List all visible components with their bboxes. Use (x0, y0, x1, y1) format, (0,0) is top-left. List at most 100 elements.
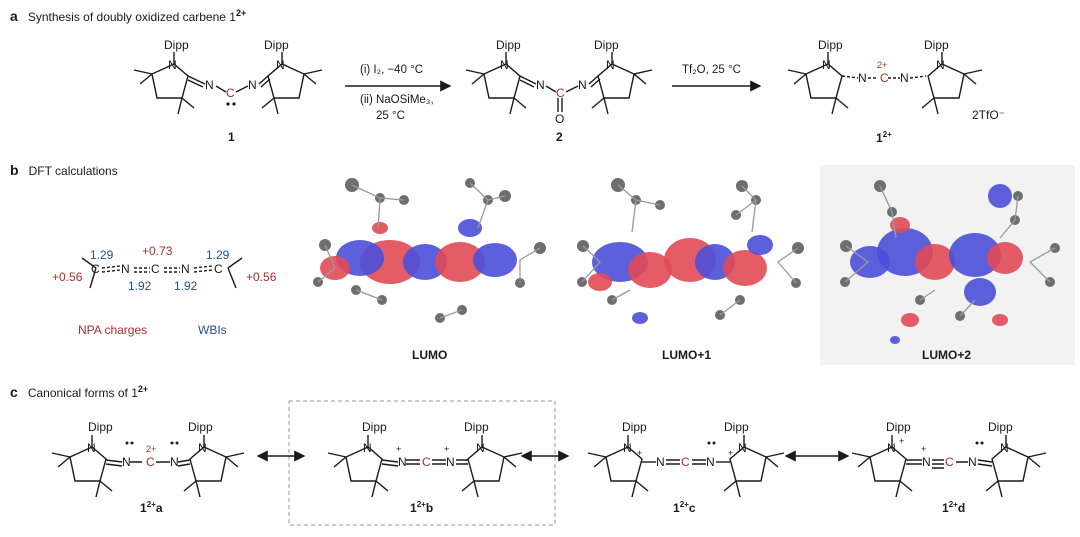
panel-a-title: Synthesis of doubly oxidized carbene 1 (27, 10, 236, 24)
wbi-bottom-right: 1.92 (174, 279, 198, 293)
frag-n-right: N (181, 262, 190, 276)
n-c2: N (738, 441, 747, 455)
panel-c-letter: c (10, 384, 18, 400)
frag-c-center: C (151, 262, 160, 276)
atom-n-2b: N (606, 58, 615, 72)
dipp-label-2b: Dipp (594, 38, 619, 52)
frag-c-right: C (214, 262, 223, 276)
orbital-label-lumo: LUMO (412, 348, 448, 362)
atom-n-2a: N (500, 58, 509, 72)
panel-c-title-sup: 2+ (137, 384, 149, 394)
panel-b-title: DFT calculations (28, 164, 118, 178)
orbital-label-lumo1: LUMO+1 (662, 348, 712, 362)
n-c4: N (706, 455, 715, 469)
condition-step1-line1: (i) I₂, −40 °C (360, 64, 424, 76)
plus-c2: + (728, 448, 734, 458)
npa-center: +0.73 (142, 244, 173, 258)
charge-label-3: 2+ (877, 60, 888, 70)
frag-n-left: N (121, 262, 130, 276)
dipp-label-2a: Dipp (496, 38, 521, 52)
dipp-a2: Dipp (188, 420, 213, 434)
n-a1: N (87, 441, 96, 455)
dipp-d1: Dipp (886, 420, 911, 434)
npa-left: +0.56 (52, 270, 83, 284)
panel-b-heading: b DFT calculations (10, 162, 118, 178)
panel-a-letter: a (10, 8, 18, 24)
n-a3: N (122, 455, 131, 469)
compound-3-base: 1 (876, 131, 883, 145)
atom-n-1d: N (248, 78, 257, 92)
n-c1: N (623, 441, 632, 455)
c-b: C (422, 455, 431, 469)
compound-1-2plus-label: 12+ (876, 130, 892, 145)
plus-d1: + (899, 436, 905, 446)
atom-n-3d: N (900, 71, 909, 85)
condition-step1-line3: 25 °C (376, 110, 405, 122)
dipp-b1: Dipp (362, 420, 387, 434)
dipp-label-3a: Dipp (818, 38, 843, 52)
n-b2: N (476, 441, 485, 455)
form-b-base: 1 (410, 501, 417, 515)
form-d-suffix: d (957, 501, 966, 515)
atom-n-2c: N (536, 78, 545, 92)
n-b4: N (446, 455, 455, 469)
orbital-lumo1 (565, 175, 810, 343)
n-d1: N (887, 441, 896, 455)
form-a-suffix: a (155, 501, 163, 515)
form-d-label: 12+d (942, 500, 965, 515)
wbi-top-right: 1.29 (206, 248, 230, 262)
panel-a-heading: a Synthesis of doubly oxidized carbene 1… (10, 8, 246, 24)
dipp-label-1b: Dipp (264, 38, 289, 52)
form-a-label: 12+a (140, 500, 163, 515)
atom-n-3b: N (936, 58, 945, 72)
dipp-label-3b: Dipp (924, 38, 949, 52)
atom-n-3c: N (858, 71, 867, 85)
atom-n-3a: N (822, 58, 831, 72)
c-a: C (146, 455, 155, 469)
dipp-b2: Dipp (464, 420, 489, 434)
n-b3: N (398, 455, 407, 469)
compound-1-2plus-structure (787, 51, 983, 115)
n-d3: N (922, 455, 931, 469)
dipp-label-1a: Dipp (164, 38, 189, 52)
panel-c-heading: c Canonical forms of 12+ (10, 384, 148, 400)
plus-b1: + (396, 444, 402, 454)
form-c-sup: 2+ (679, 500, 689, 509)
form-a-base: 1 (140, 501, 147, 515)
panel-c-title: Canonical forms of 1 (27, 386, 138, 400)
central-c-3: C (880, 71, 889, 85)
form-d-sup: 2+ (948, 500, 958, 509)
compound-1-label: 1 (228, 130, 235, 144)
n-d2: N (1000, 441, 1009, 455)
compound-3-sup: 2+ (882, 130, 892, 139)
wbis-label: WBIs (198, 323, 227, 337)
atom-n-1c: N (205, 78, 214, 92)
orbital-lumo2 (820, 165, 1075, 365)
form-b-suffix: b (425, 501, 434, 515)
dipp-a1: Dipp (88, 420, 113, 434)
charge-a: 2+ (146, 444, 157, 454)
compound-2-label: 2 (556, 130, 563, 144)
condition-step2: Tf₂O, 25 °C (682, 64, 741, 76)
wbi-top-left: 1.29 (90, 248, 114, 262)
npa-right: +0.56 (246, 270, 277, 284)
atom-n-2d: N (578, 78, 587, 92)
atom-o-2: O (555, 112, 565, 126)
panel-b-letter: b (10, 162, 19, 178)
n-b1: N (363, 441, 372, 455)
plus-b2: + (444, 444, 450, 454)
n-c3: N (656, 455, 665, 469)
orbital-label-lumo2: LUMO+2 (922, 348, 972, 362)
carbonyl-c-2: C (556, 86, 565, 100)
form-c-base: 1 (673, 501, 680, 515)
form-c-suffix: c (688, 501, 696, 515)
dipp-d2: Dipp (988, 420, 1013, 434)
orbital-lumo (300, 175, 555, 343)
n-a4: N (170, 455, 179, 469)
c-d: C (945, 455, 954, 469)
counterion-label: 2TfO⁻ (972, 108, 1006, 122)
frag-c-left: C (91, 262, 100, 276)
npa-fragment (81, 257, 243, 289)
wbi-bottom-left: 1.92 (128, 279, 152, 293)
